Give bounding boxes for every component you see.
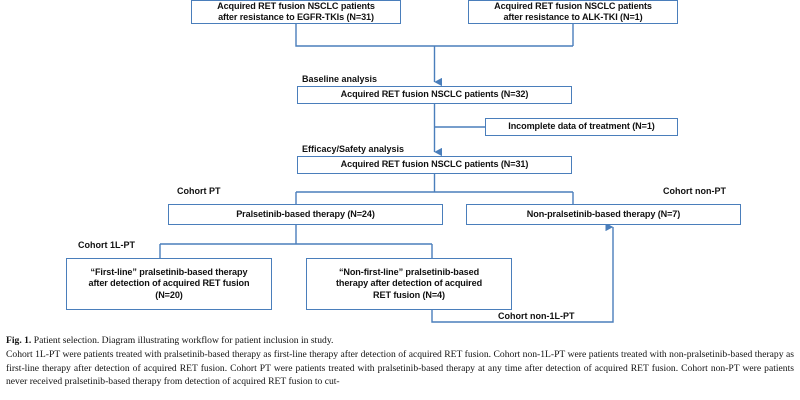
node-source-alk-line2: after resistance to ALK-TKI (N=1)	[503, 12, 643, 22]
node-source-egfr-line2: after resistance to EGFR-TKIs (N=31)	[218, 12, 374, 22]
node-source-egfr: Acquired RET fusion NSCLC patients after…	[191, 0, 401, 24]
node-pralsetinib-therapy-text: Pralsetinib-based therapy (N=24)	[236, 208, 375, 219]
flowchart-diagram: Acquired RET fusion NSCLC patients after…	[66, 0, 741, 323]
caption-title: Patient selection. Diagram illustrating …	[33, 335, 334, 346]
node-source-alk: Acquired RET fusion NSCLC patients after…	[468, 0, 678, 24]
node-pralsetinib-therapy: Pralsetinib-based therapy (N=24)	[168, 204, 443, 225]
caption-title-line: Fig. 1. Patient selection. Diagram illus…	[6, 334, 794, 347]
node-non-pralsetinib-therapy: Non-pralsetinib-based therapy (N=7)	[466, 204, 741, 225]
node-non-first-line-line2: therapy after detection of acquired	[335, 278, 483, 289]
node-non-pralsetinib-therapy-text: Non-pralsetinib-based therapy (N=7)	[526, 208, 681, 219]
node-first-line-line3: (N=20)	[155, 289, 183, 300]
figure-caption: Fig. 1. Patient selection. Diagram illus…	[0, 330, 800, 400]
node-efficacy: Acquired RET fusion NSCLC patients (N=31…	[297, 156, 572, 174]
node-source-alk-line1: Acquired RET fusion NSCLC patients	[494, 0, 652, 11]
stage-label-efficacy: Efficacy/Safety analysis	[300, 144, 407, 154]
node-non-first-line-line1: “Non-first-line” pralsetinib-based	[338, 266, 480, 277]
node-baseline: Acquired RET fusion NSCLC patients (N=32…	[297, 86, 572, 104]
node-non-first-line-line3: RET fusion (N=4)	[373, 289, 445, 300]
node-first-line: “First-line” pralsetinib-based therapy a…	[66, 258, 272, 310]
caption-label: Fig. 1.	[6, 335, 32, 346]
connector-lines	[159, 23, 614, 323]
stage-label-baseline: Baseline analysis	[300, 74, 380, 84]
cohort-label-pt: Cohort PT	[175, 186, 223, 196]
node-excluded: Incomplete data of treatment (N=1)	[485, 118, 678, 136]
cohort-label-1l-pt: Cohort 1L-PT	[76, 240, 137, 250]
node-excluded-text: Incomplete data of treatment (N=1)	[508, 121, 655, 132]
node-efficacy-text: Acquired RET fusion NSCLC patients (N=31…	[340, 159, 529, 170]
node-source-egfr-line1: Acquired RET fusion NSCLC patients	[217, 0, 375, 11]
node-first-line-line1: “First-line” pralsetinib-based therapy	[90, 266, 248, 277]
node-non-first-line: “Non-first-line” pralsetinib-based thera…	[306, 258, 512, 310]
caption-body: Cohort 1L-PT were patients treated with …	[6, 349, 794, 387]
cohort-label-non-pt: Cohort non-PT	[661, 186, 728, 196]
node-first-line-line2: after detection of acquired RET fusion	[88, 278, 250, 289]
cohort-label-non-1l-pt: Cohort non-1L-PT	[496, 311, 577, 321]
node-baseline-text: Acquired RET fusion NSCLC patients (N=32…	[340, 89, 529, 100]
